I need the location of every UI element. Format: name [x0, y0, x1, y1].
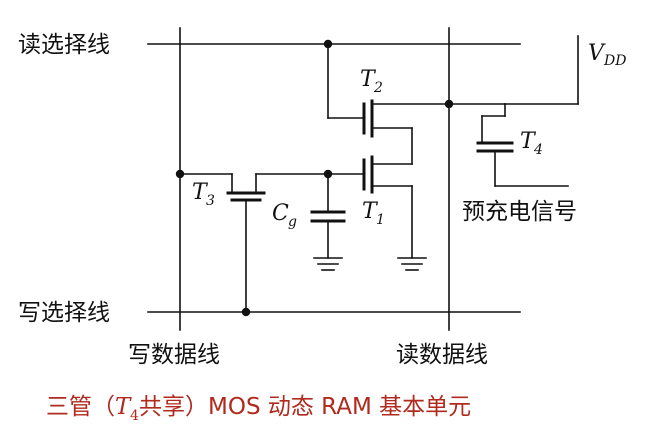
t4-label: T 4: [520, 129, 543, 158]
svg-text:3: 3: [206, 193, 215, 209]
svg-text:4: 4: [130, 408, 139, 424]
svg-text:DD: DD: [603, 53, 626, 69]
svg-text:T: T: [115, 394, 132, 420]
svg-text:1: 1: [376, 212, 385, 228]
svg-text:T: T: [360, 67, 377, 92]
svg-text:2: 2: [373, 80, 383, 96]
junction-dot: [241, 307, 251, 317]
junction-dot: [175, 169, 185, 179]
junction-dot: [444, 99, 454, 109]
svg-text:C: C: [272, 201, 289, 226]
svg-text:4: 4: [533, 142, 543, 158]
svg-text:共享）MOS 动态 RAM 基本单元: 共享）MOS 动态 RAM 基本单元: [139, 394, 471, 420]
t3-label: T 3: [192, 180, 215, 209]
ground-icon: [397, 257, 427, 271]
svg-text:V: V: [588, 41, 606, 66]
precharge-label: 预充电信号: [462, 199, 577, 225]
write-select-label: 写选择线: [18, 300, 110, 326]
svg-text:g: g: [288, 214, 297, 230]
junction-dot: [323, 169, 333, 179]
write-data-label: 写数据线: [128, 342, 220, 368]
caption: 三管（ T 4 共享）MOS 动态 RAM 基本单元: [46, 394, 471, 424]
t2-label: T 2: [360, 67, 383, 96]
t1-label: T 1: [362, 199, 385, 228]
read-data-label: 读数据线: [396, 342, 488, 368]
svg-text:T: T: [362, 199, 379, 224]
svg-text:T: T: [520, 129, 537, 154]
read-select-label: 读选择线: [18, 32, 110, 58]
svg-text:T: T: [192, 180, 209, 205]
ground-icon: [313, 257, 343, 271]
svg-text:三管（: 三管（: [46, 394, 115, 420]
junction-dot: [323, 39, 333, 49]
cg-label: C g: [272, 201, 297, 230]
vdd-label: V DD: [588, 41, 626, 69]
